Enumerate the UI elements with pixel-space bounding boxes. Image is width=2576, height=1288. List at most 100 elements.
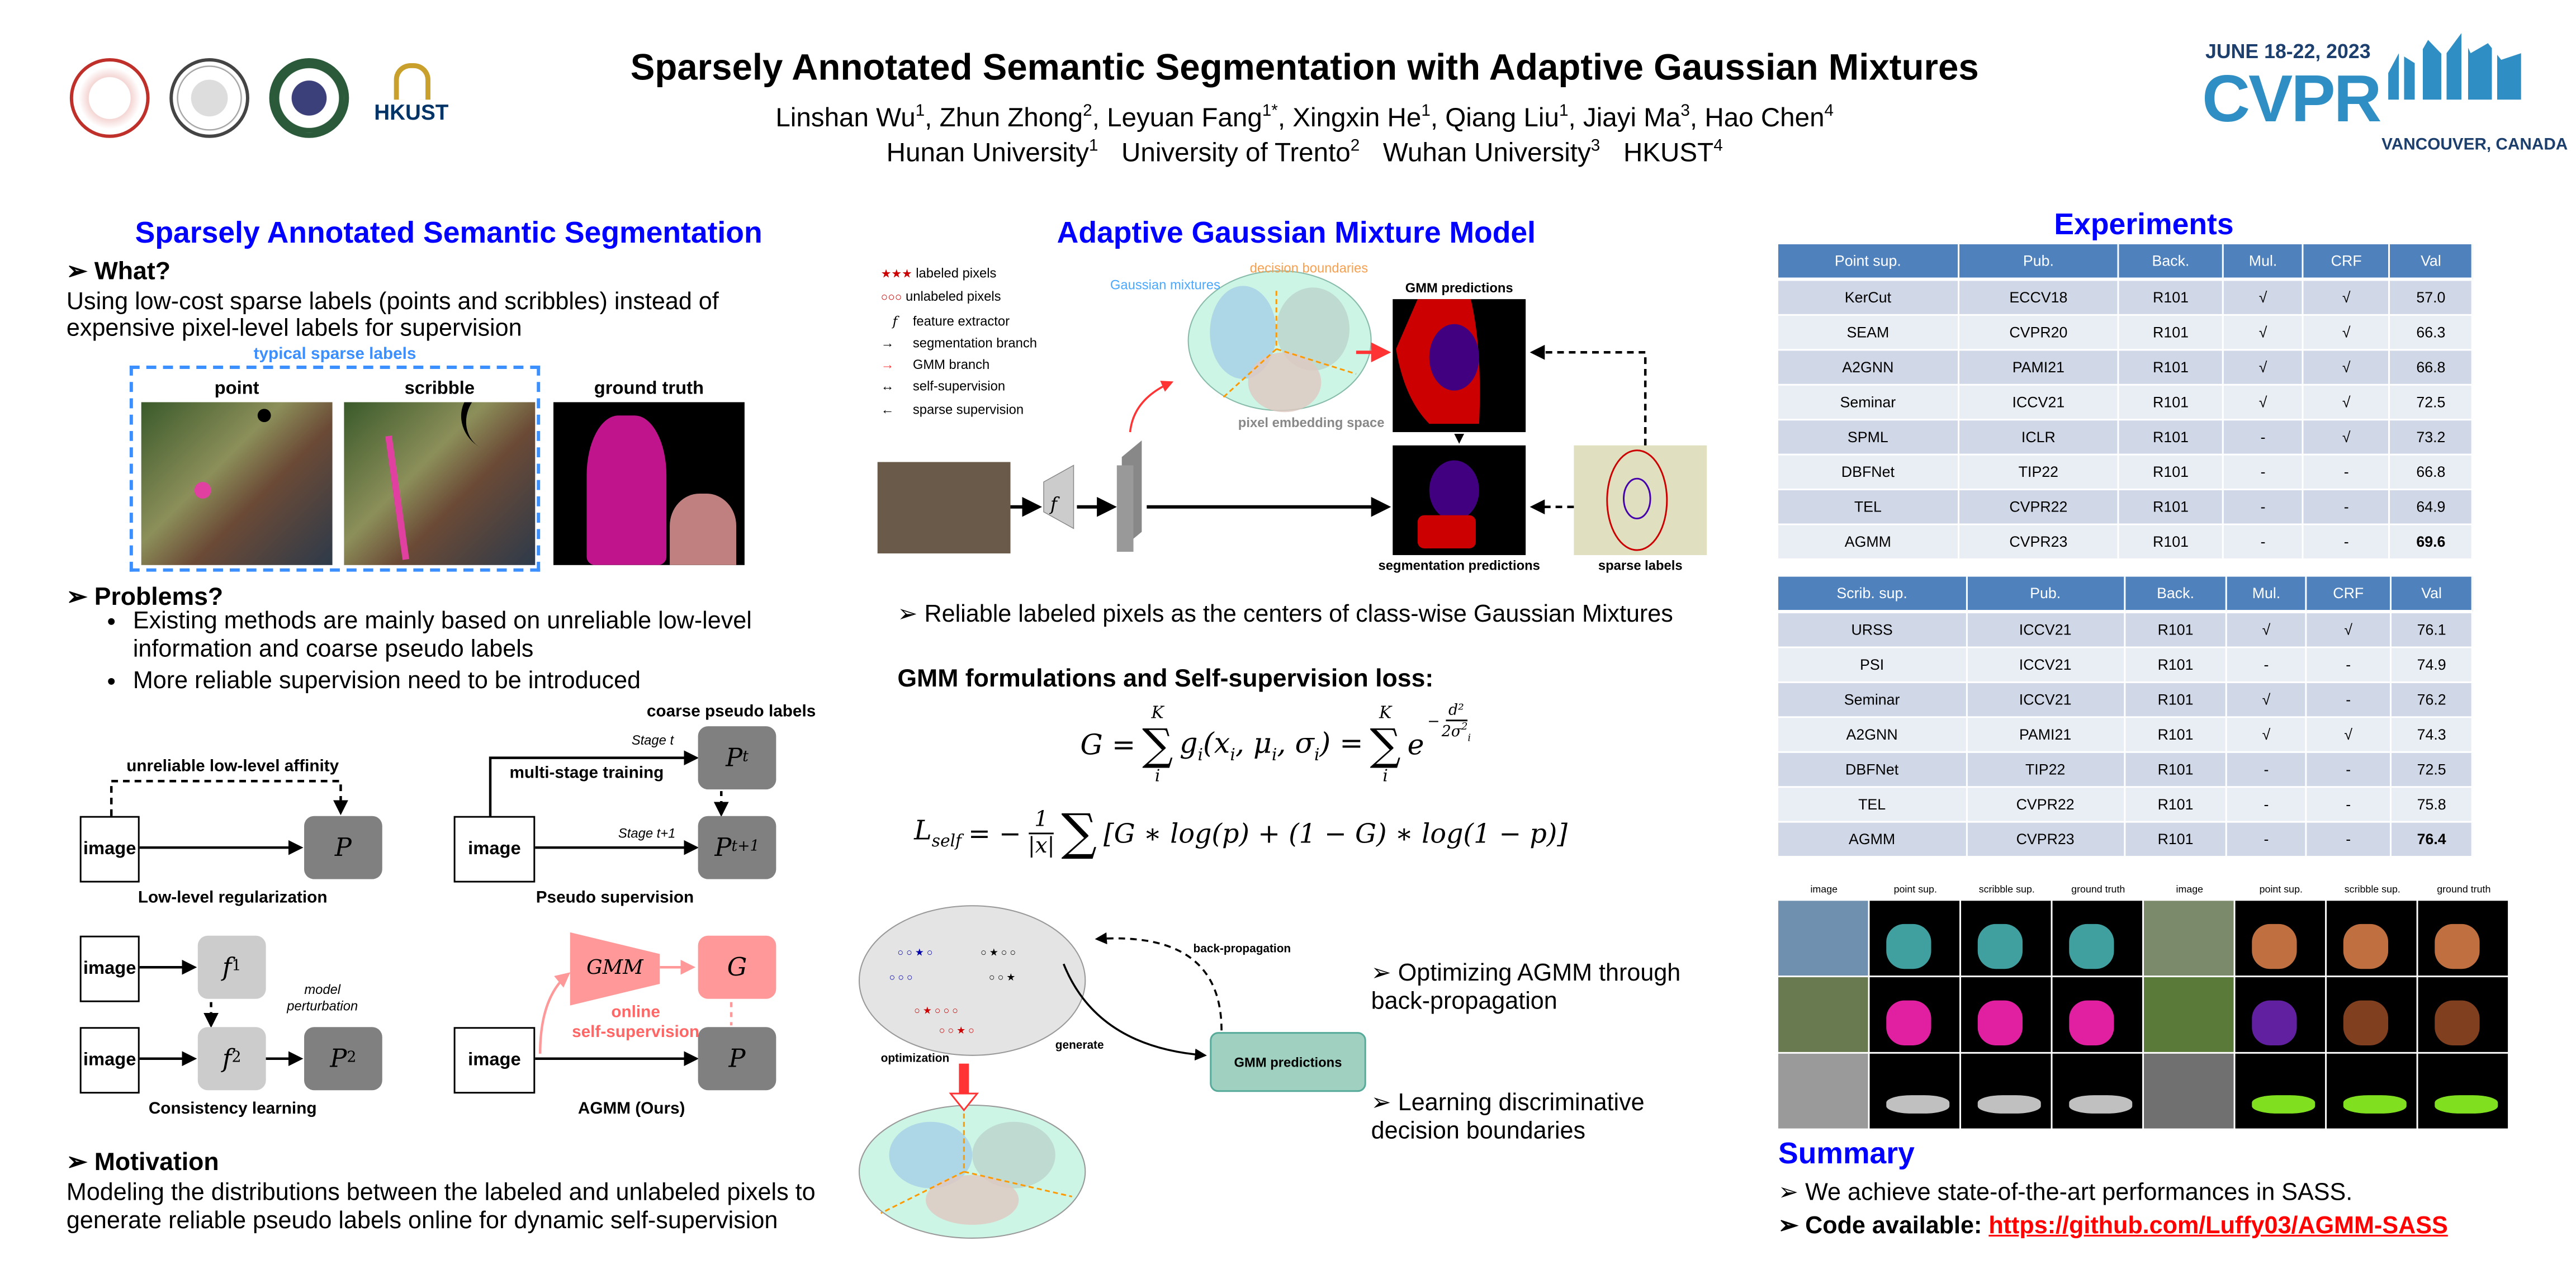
arrow-bullet-icon: ➢ <box>1371 1090 1398 1117</box>
table-cell: √ <box>2303 385 2391 421</box>
table-cell: ICLR <box>1958 419 2120 456</box>
dashed-double-arrow-icon: ↔ <box>880 380 894 395</box>
table-cell: √ <box>2223 315 2304 351</box>
arrow-bullet-icon: ➢ <box>66 583 94 612</box>
segmentation-mask <box>1869 901 1960 976</box>
gmm-predictions-box: GMM predictions <box>1210 1032 1366 1092</box>
author: Qiang Liu1, <box>1445 103 1583 134</box>
arrow-bullet-icon: ➢ <box>1778 1180 1806 1207</box>
table-cell: ECCV18 <box>1958 279 2120 316</box>
example-image <box>2144 1053 2234 1129</box>
table-cell: - <box>2303 489 2391 525</box>
legend-text: segmentation branch <box>912 335 1037 351</box>
segmentation-mask <box>1961 977 2051 1052</box>
table-cell: 64.9 <box>2389 489 2473 525</box>
table-cell: - <box>2305 752 2392 788</box>
motivation-title: Motivation <box>94 1148 219 1177</box>
column-header: Val <box>2389 244 2473 281</box>
minus: − <box>1427 715 1440 732</box>
affiliation: University of Trento2 <box>1121 138 1360 168</box>
pt1-text: P <box>714 832 732 863</box>
mask-region <box>1886 1095 1949 1114</box>
legend-item-seg: → segmentation branch <box>881 332 1037 354</box>
affiliation-sup: 3 <box>1590 138 1600 157</box>
scribble-label: scribble <box>404 378 475 399</box>
table-cell: R101 <box>2124 647 2228 683</box>
mask-region <box>2434 923 2479 968</box>
bullet-text: Learning discriminative decision boundar… <box>1371 1090 1645 1145</box>
table-cell: 76.2 <box>2391 682 2473 718</box>
affiliation-sup: 1 <box>1088 138 1098 157</box>
author: Leyuan Fang1*, <box>1107 103 1293 134</box>
table-cell: TIP22 <box>1958 454 2120 491</box>
table-cell: 74.3 <box>2391 717 2473 753</box>
loss-sub: self <box>931 834 962 852</box>
exp-num: d² <box>1445 703 1467 722</box>
table-cell: CVPR23 <box>1966 821 2125 858</box>
e: e <box>1407 730 1424 763</box>
f2-text: f <box>222 1043 232 1074</box>
table-cell: TEL <box>1778 489 1959 525</box>
github-link[interactable]: https://github.com/Luffy03/AGMM-SASS <box>1988 1213 2448 1240</box>
grid-column-label: point sup. <box>2259 886 2303 896</box>
bullet-text: Reliable labeled pixels as the centers o… <box>924 602 1673 628</box>
mask-region <box>1886 1000 1931 1045</box>
table-cell: √ <box>2305 717 2392 753</box>
table-cell: √ <box>2303 419 2391 456</box>
table-cell: CVPR22 <box>1966 787 2125 823</box>
column-header: Back. <box>2124 576 2228 614</box>
ground-truth-example-image <box>553 402 745 565</box>
agmm-caption: AGMM (Ours) <box>577 1100 685 1119</box>
segmentation-mask <box>2052 1053 2143 1129</box>
legend: ★★★ labeled pixels ○○○ unlabeled pixels … <box>881 263 1037 421</box>
exp-sub: i <box>1467 732 1471 745</box>
sum-upper: K <box>1379 704 1392 723</box>
table-cell: A2GNN <box>1778 717 1968 753</box>
table-cell: Seminar <box>1778 385 1959 421</box>
sum-symbol: K∑i <box>1370 705 1401 788</box>
grid-column-label: ground truth <box>2437 886 2491 896</box>
table-cell: - <box>2223 419 2304 456</box>
table-cell: AGMM <box>1778 523 1959 560</box>
pseudo-supervision-caption: Pseudo supervision <box>536 889 694 908</box>
segmentation-predictions-label: segmentation predictions <box>1378 558 1540 574</box>
svg-text:○ ○ ★ ○: ○ ○ ★ ○ <box>939 1025 974 1036</box>
affiliation-sup: 4 <box>1713 138 1723 157</box>
author: Jiayi Ma3, <box>1583 103 1705 134</box>
table-cell: CVPR23 <box>1958 523 2120 560</box>
sum-upper: K <box>1151 704 1164 723</box>
author-sup: 1 <box>915 103 925 122</box>
table-cell: - <box>2227 821 2307 858</box>
sigma: , σ <box>1277 727 1315 761</box>
circle-icon: ○○○ <box>880 293 902 305</box>
summary-line: ➢ We achieve state-of-the-art performanc… <box>1778 1180 2352 1209</box>
g: g <box>1180 727 1198 761</box>
mask-region <box>2434 1095 2497 1114</box>
discriminative-bullet: ➢ Learning discriminative decision bound… <box>1371 1090 1704 1147</box>
arrow-icon: → <box>880 335 894 351</box>
gmm-trapezoid-label: GMM <box>586 955 643 979</box>
optimization-diagram: ○ ○ ★ ○○ ○ ○○ ★ ○ ○○ ○ ★○ ★ ○ ○ ○○ ○ ★ ○ <box>858 905 1223 1239</box>
cvpr-wordmark: CVPR <box>2202 63 2381 136</box>
table-cell: 66.8 <box>2389 349 2473 386</box>
affiliation-name: HKUST <box>1623 140 1714 169</box>
generate-label: generate <box>1055 1040 1104 1052</box>
prediction-box: P <box>304 816 382 879</box>
red-arrow-icon: → <box>880 357 894 373</box>
table-cell: 76.4 <box>2391 821 2473 858</box>
g-sub: i <box>1197 746 1204 765</box>
table-cell: - <box>2305 821 2392 858</box>
